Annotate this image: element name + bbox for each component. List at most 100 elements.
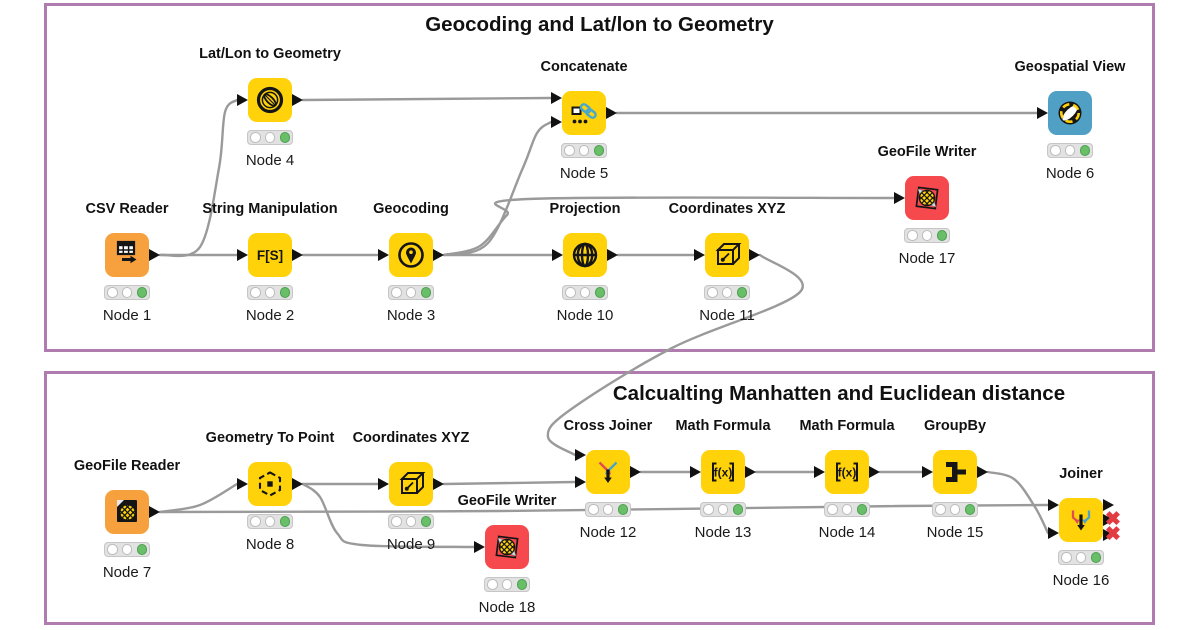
projection-globe-icon [563,233,607,277]
input-port-0[interactable] [922,465,933,478]
node-status-light [104,542,150,557]
node-name: Node 18 [478,599,536,616]
node-status-light [1058,550,1104,565]
output-port-0[interactable] [433,477,444,490]
annotation-title: Geocoding and Lat/lon to Geometry [425,13,774,36]
output-port-1[interactable] [1103,513,1114,526]
input-port-0[interactable] [551,91,562,104]
node-label: Geometry To Point [205,430,335,446]
output-port-0[interactable] [869,465,880,478]
output-port-0[interactable] [433,248,444,261]
svg-text:f(x): f(x) [714,466,733,480]
inactive-port-cross-icon: ✖ [1105,509,1121,530]
node-name: Node 5 [559,165,609,182]
node-label: CSV Reader [85,201,169,217]
input-port-0[interactable] [552,248,563,261]
node-label: GeoFile Reader [73,458,181,474]
node-name: Node 7 [102,564,152,581]
node-name: Node 2 [245,307,295,324]
input-port-0[interactable] [694,248,705,261]
output-port-0[interactable] [1103,498,1114,511]
input-port-0[interactable] [575,448,586,461]
input-port-0[interactable] [378,248,389,261]
node-label: Joiner [1059,466,1103,482]
csv-table-icon [105,233,149,277]
groupby-icon [933,450,977,494]
math-formula-icon: f(x) [825,450,869,494]
input-port-0[interactable] [378,477,389,490]
node-status-light [704,285,750,300]
node-label: Geospatial View [1014,59,1126,75]
node-label: GroupBy [923,418,987,434]
output-port-0[interactable] [292,248,303,261]
node-status-light [247,130,293,145]
node-name: Node 8 [245,536,295,553]
compass-icon [248,78,292,122]
input-port-0[interactable] [237,477,248,490]
node-name: Node 13 [694,524,752,541]
output-port-0[interactable] [749,248,760,261]
globe-view-icon [1048,91,1092,135]
output-port-2[interactable] [1103,528,1114,541]
node-label: Math Formula [799,418,895,434]
input-port-0[interactable] [1048,498,1059,511]
output-port-0[interactable] [607,248,618,261]
node-name: Node 15 [926,524,984,541]
input-port-1[interactable] [575,475,586,488]
output-port-0[interactable] [292,93,303,106]
input-port-0[interactable] [814,465,825,478]
node-label: Coordinates XYZ [668,201,786,217]
input-port-0[interactable] [1037,106,1048,119]
math-formula-icon: f(x) [701,450,745,494]
node-label: GeoFile Writer [877,144,977,160]
output-port-0[interactable] [149,248,160,261]
node-status-light [932,502,978,517]
node-status-light [904,228,950,243]
cube-xyz-icon [705,233,749,277]
node-status-light [700,502,746,517]
node-status-light [388,285,434,300]
node-label: Lat/Lon to Geometry [199,46,341,62]
output-port-0[interactable] [292,477,303,490]
output-port-0[interactable] [630,465,641,478]
input-port-0[interactable] [894,191,905,204]
node-name: Node 16 [1052,572,1110,589]
input-port-1[interactable] [551,115,562,128]
joiner-icon [1059,498,1103,542]
input-port-1[interactable] [1048,526,1059,539]
input-port-0[interactable] [237,93,248,106]
input-port-0[interactable] [474,540,485,553]
output-port-0[interactable] [606,106,617,119]
node-name: Node 12 [579,524,637,541]
output-port-0[interactable] [745,465,756,478]
string-manipulation-icon: F[S] [248,233,292,277]
output-port-0[interactable] [149,505,160,518]
node-status-light [247,514,293,529]
node-status-light [484,577,530,592]
svg-text:f(x): f(x) [838,466,857,480]
output-port-0[interactable] [977,465,988,478]
input-port-0[interactable] [237,248,248,261]
concatenate-link-icon [562,91,606,135]
node-status-light [247,285,293,300]
input-port-0[interactable] [690,465,701,478]
node-name: Node 6 [1045,165,1095,182]
node-status-light [388,514,434,529]
